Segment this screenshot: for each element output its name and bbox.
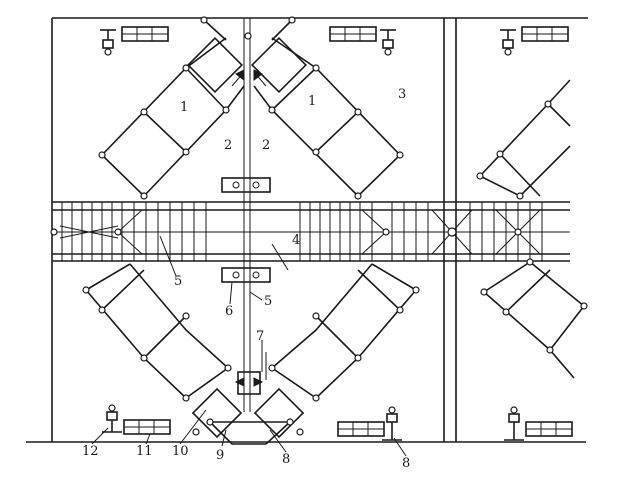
leader-lines: [91, 235, 407, 457]
lift-top-right: [500, 26, 569, 56]
boom-lower-right: [268, 263, 420, 402]
label-9: 9: [216, 448, 224, 463]
walkway-nodes: [50, 227, 522, 237]
lift-bottom-left: [102, 404, 171, 435]
lift-devices: [100, 26, 573, 441]
label-5-left: 5: [174, 274, 182, 289]
boom-right-lower: [480, 258, 588, 379]
label-1-right: 1: [308, 94, 316, 109]
label-12: 12: [82, 444, 99, 459]
central-walkway: [50, 201, 570, 262]
center-plates: [221, 177, 271, 283]
label-3: 3: [398, 87, 406, 102]
boom-lower-left: [82, 263, 232, 402]
boom-right-upper: [476, 79, 571, 200]
lift-top-middle: [329, 26, 396, 56]
label-11: 11: [136, 444, 153, 459]
label-8-right: 8: [402, 456, 410, 471]
labels: 1 1 2 2 3 4 5 5 6 7 8 8 9 10 11 12: [82, 87, 410, 471]
label-1-left: 1: [180, 100, 188, 115]
lower-hinge: [191, 352, 305, 445]
lift-bottom-right: [504, 406, 573, 441]
boom-upper-left: [98, 37, 245, 200]
boom-upper-right: [253, 37, 404, 200]
label-6: 6: [225, 304, 233, 319]
label-5-center: 5: [264, 294, 272, 309]
lift-bottom-middle: [337, 406, 402, 441]
lift-top-left: [100, 26, 169, 56]
frame: [26, 17, 588, 443]
upper-hinge: [186, 16, 308, 94]
label-2-left: 2: [224, 138, 232, 153]
label-7: 7: [256, 329, 264, 344]
label-4: 4: [292, 233, 300, 248]
label-10: 10: [172, 444, 189, 459]
walkway-cross-bracing: [59, 209, 541, 255]
label-8-center: 8: [282, 452, 290, 467]
label-2-right: 2: [262, 138, 270, 153]
